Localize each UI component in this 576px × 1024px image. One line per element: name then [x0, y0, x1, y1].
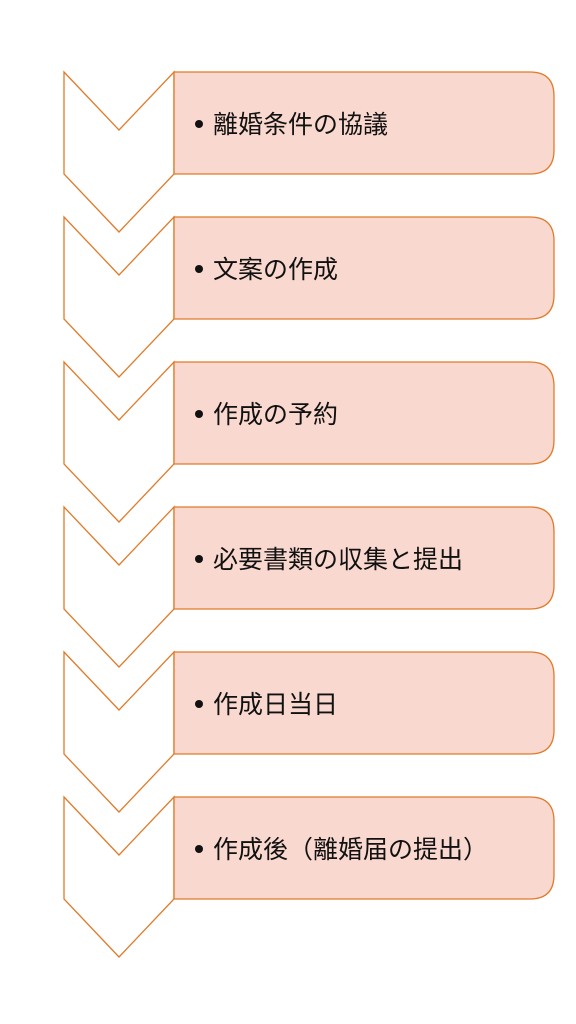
- flow-step-1: 離婚条件の協議: [63, 70, 555, 233]
- flow-step-6: 作成後（離婚届の提出）: [63, 795, 555, 958]
- step-4-bullet: [195, 555, 203, 563]
- step-1-chevron-arrow: [63, 70, 175, 233]
- step-2-label: 文案の作成: [213, 255, 338, 284]
- step-5-label: 作成日当日: [213, 690, 338, 719]
- step-3-label: 作成の予約: [213, 400, 338, 429]
- step-4-box: [173, 506, 555, 610]
- step-5-box: [173, 651, 555, 755]
- step-3-bullet: [195, 410, 203, 418]
- step-4-label: 必要書類の収集と提出: [213, 545, 463, 574]
- step-1-box: [173, 71, 555, 175]
- step-6-bullet: [195, 845, 203, 853]
- step-3-box: [173, 361, 555, 465]
- flow-step-5: 作成日当日: [63, 650, 555, 813]
- step-2-box: [173, 216, 555, 320]
- step-2-bullet: [195, 265, 203, 273]
- step-6-chevron-arrow: [63, 795, 175, 958]
- step-2-chevron-arrow: [63, 215, 175, 378]
- step-3-chevron-arrow: [63, 360, 175, 523]
- step-5-chevron-arrow: [63, 650, 175, 813]
- step-1-label: 離婚条件の協議: [213, 110, 388, 139]
- step-4-chevron-arrow: [63, 505, 175, 668]
- step-6-label: 作成後（離婚届の提出）: [213, 835, 488, 864]
- flow-step-2: 文案の作成: [63, 215, 555, 378]
- step-5-bullet: [195, 700, 203, 708]
- step-6-box: [173, 796, 555, 900]
- step-1-bullet: [195, 120, 203, 128]
- flow-step-4: 必要書類の収集と提出: [63, 505, 555, 668]
- flow-step-3: 作成の予約: [63, 360, 555, 523]
